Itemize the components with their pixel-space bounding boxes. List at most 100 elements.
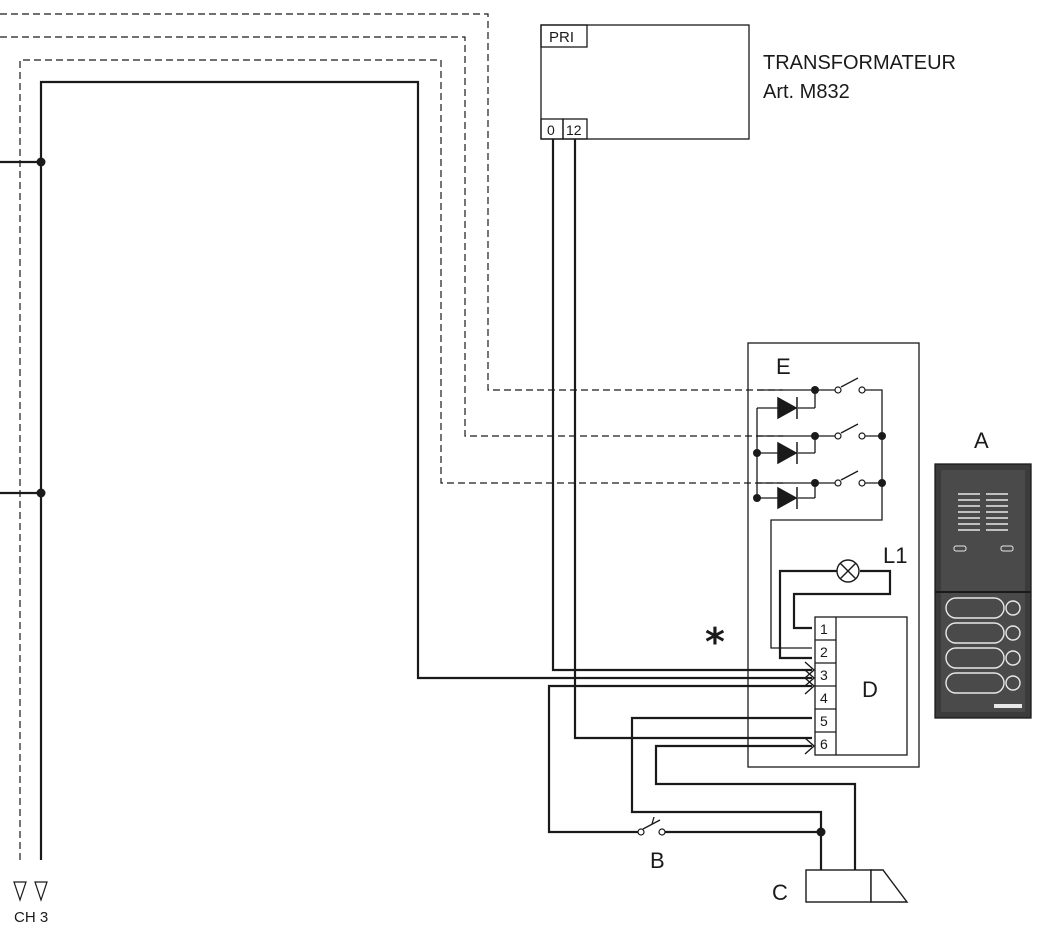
- call-button-icon: [945, 597, 1005, 619]
- switch-lever: [840, 377, 859, 388]
- lamp-wire-right: [792, 569, 892, 630]
- dashed-wire-2: [0, 36, 783, 437]
- label-a: A: [974, 428, 989, 453]
- junction-dot: [816, 827, 826, 837]
- terminal-6: 6: [820, 736, 828, 752]
- junction-dot: [36, 157, 46, 167]
- chevron-right-icon: [804, 661, 816, 679]
- lamp-wire-left: [778, 569, 837, 660]
- terminal-3: 3: [820, 667, 828, 683]
- junction-dot: [811, 432, 819, 440]
- terminal-chevrons: [804, 661, 816, 755]
- transformer-title: TRANSFORMATEUR: [763, 52, 956, 74]
- diodes: [777, 396, 798, 510]
- switch-lever-tick: [651, 816, 655, 825]
- riser: [0, 80, 812, 860]
- junction-dot: [878, 479, 886, 487]
- transformer: [540, 24, 750, 140]
- call-button-icon: [945, 672, 1005, 694]
- label-e: E: [776, 354, 791, 379]
- transformer-wires: [551, 139, 812, 740]
- dashed-wires: [0, 13, 783, 860]
- asterisk-marker: *: [705, 620, 725, 664]
- junction-dot: [811, 479, 819, 487]
- bottom-arrows: [13, 881, 48, 902]
- bottom-label: CH 3: [14, 909, 48, 926]
- transformer-pri-cell: [540, 24, 588, 48]
- riser-main-wire: [39, 80, 812, 860]
- wire-0v: [551, 139, 812, 672]
- wire-6-to-c: [654, 744, 857, 870]
- microphone-slot-icon: [953, 545, 967, 552]
- lower-wires: [547, 684, 857, 870]
- junction-dot: [753, 449, 761, 457]
- transformer-terminal-0: 0: [547, 122, 555, 138]
- arrow-down-icon: [13, 881, 27, 902]
- junction-dot: [811, 386, 819, 394]
- switch-lever: [840, 470, 859, 481]
- transformer-pri-label: PRI: [549, 29, 574, 46]
- switch-terminals: [834, 386, 866, 487]
- dashed-wire-1: [0, 13, 783, 391]
- label-b: B: [650, 848, 665, 873]
- door-panel-a: [934, 463, 1032, 719]
- chevron-right-icon: [804, 737, 816, 755]
- transformer-terminal-12: 12: [566, 122, 582, 138]
- call-buttons: [945, 597, 1021, 694]
- diode-icon: [777, 441, 798, 465]
- lock-body: [805, 869, 872, 903]
- contact-icon: [858, 432, 866, 440]
- wire-12v: [573, 139, 812, 740]
- transformer-box: [540, 24, 750, 140]
- junction-dot: [36, 488, 46, 498]
- call-button-led-icon: [1005, 650, 1021, 666]
- switch-bus: [770, 389, 883, 649]
- junction-dot: [753, 494, 761, 502]
- lock-strike: [870, 869, 909, 903]
- brand-badge-icon: [994, 704, 1022, 708]
- lamp-l1: [778, 569, 892, 660]
- chevron-right-icon: [804, 669, 816, 687]
- arrow-down-icon: [34, 881, 48, 902]
- dashed-wire-3: [19, 59, 783, 860]
- terminal-4: 4: [820, 690, 828, 706]
- lamp-cross: [839, 562, 857, 580]
- chevron-right-icon: [804, 677, 816, 695]
- diode-icon: [777, 486, 798, 510]
- microphone-slot-icon: [1000, 545, 1014, 552]
- contact-icon: [834, 386, 842, 394]
- wire-to-b: [547, 684, 812, 834]
- contact-icon: [658, 828, 666, 836]
- speaker-grille-icon: [958, 493, 1008, 531]
- label-d: D: [862, 677, 878, 702]
- contact-icon: [834, 479, 842, 487]
- junction-dot: [878, 432, 886, 440]
- switch-lever: [642, 819, 661, 830]
- wire-b-to-c: [664, 830, 823, 870]
- selector-junctions: [753, 386, 886, 502]
- contact-icon: [834, 432, 842, 440]
- label-c: C: [772, 880, 788, 905]
- call-button-icon: [945, 622, 1005, 644]
- terminal-5: 5: [820, 713, 828, 729]
- lock-c: [805, 869, 909, 903]
- lamp-icon: [836, 559, 860, 583]
- module-d: [814, 616, 908, 756]
- call-button-led-icon: [1005, 625, 1021, 641]
- call-button-icon: [945, 647, 1005, 669]
- push-button-b: [642, 816, 661, 830]
- wire-5-to-c: [630, 716, 823, 832]
- transformer-article: Art. M832: [763, 81, 850, 103]
- contact-icon: [858, 386, 866, 394]
- terminal-1: 1: [820, 621, 828, 637]
- switch-lever: [840, 423, 859, 434]
- label-l1: L1: [883, 543, 907, 568]
- call-button-led-icon: [1005, 600, 1021, 616]
- call-button-led-icon: [1005, 675, 1021, 691]
- diode-icon: [777, 396, 798, 420]
- panel-enclosure: [747, 342, 920, 768]
- selector-e: [756, 377, 883, 649]
- contact-icon: [637, 828, 645, 836]
- terminal-2: 2: [820, 644, 828, 660]
